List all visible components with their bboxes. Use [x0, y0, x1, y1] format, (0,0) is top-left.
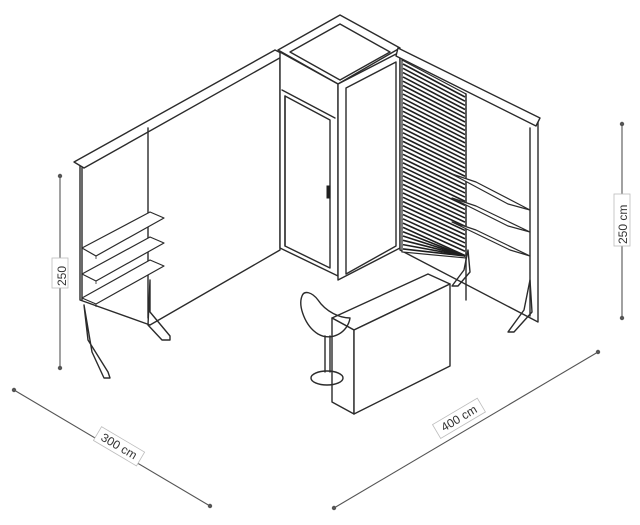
slat — [402, 183, 466, 215]
slat — [402, 119, 466, 152]
left-shelves — [81, 211, 165, 307]
right-shelves — [451, 173, 531, 257]
right-foot-front — [507, 279, 533, 333]
slat — [402, 123, 466, 157]
slat — [402, 218, 466, 248]
slat — [402, 187, 466, 219]
slat — [402, 132, 466, 165]
slat — [402, 106, 466, 140]
slat — [402, 170, 466, 202]
slat — [402, 153, 466, 186]
height-left-label: 250 — [55, 266, 69, 286]
slat — [402, 136, 466, 169]
slat — [402, 162, 466, 194]
slat — [402, 127, 466, 161]
slatwall-panel — [401, 59, 467, 259]
slat — [402, 205, 466, 236]
door-handle — [326, 185, 331, 199]
slat — [402, 101, 466, 136]
slat — [402, 196, 466, 227]
left-foot-back — [147, 279, 171, 341]
slat — [402, 89, 466, 123]
stool-icon — [300, 291, 351, 386]
dimension-width: 300 cm — [11, 387, 213, 509]
slat — [402, 222, 466, 253]
slat — [402, 110, 466, 144]
slat — [402, 80, 466, 115]
height-right-label: 250 cm — [616, 205, 630, 244]
slat — [402, 76, 466, 111]
slat — [402, 140, 466, 173]
slat — [402, 200, 466, 232]
left-foot-front — [83, 304, 111, 379]
slat — [402, 248, 466, 257]
slat — [402, 226, 466, 257]
slat — [402, 209, 466, 240]
slat — [402, 93, 466, 127]
slat — [402, 179, 466, 211]
shelf-icon — [81, 211, 165, 257]
right-foot-back — [451, 249, 471, 287]
dimension-height-left: 250 — [51, 173, 69, 371]
slat — [402, 213, 466, 244]
dimension-height-right: 250 cm — [613, 121, 631, 321]
slat — [402, 144, 466, 177]
slat — [402, 166, 466, 198]
slat — [402, 84, 466, 119]
right-wall-top-rail — [395, 47, 541, 127]
door-icon — [284, 95, 331, 269]
slat — [402, 157, 466, 190]
slat — [402, 67, 466, 102]
slat — [402, 71, 466, 107]
counter-icon — [331, 273, 451, 415]
slat — [402, 114, 466, 148]
slat — [402, 97, 466, 132]
slat — [402, 63, 466, 98]
slat — [402, 175, 466, 207]
slat — [402, 192, 466, 223]
